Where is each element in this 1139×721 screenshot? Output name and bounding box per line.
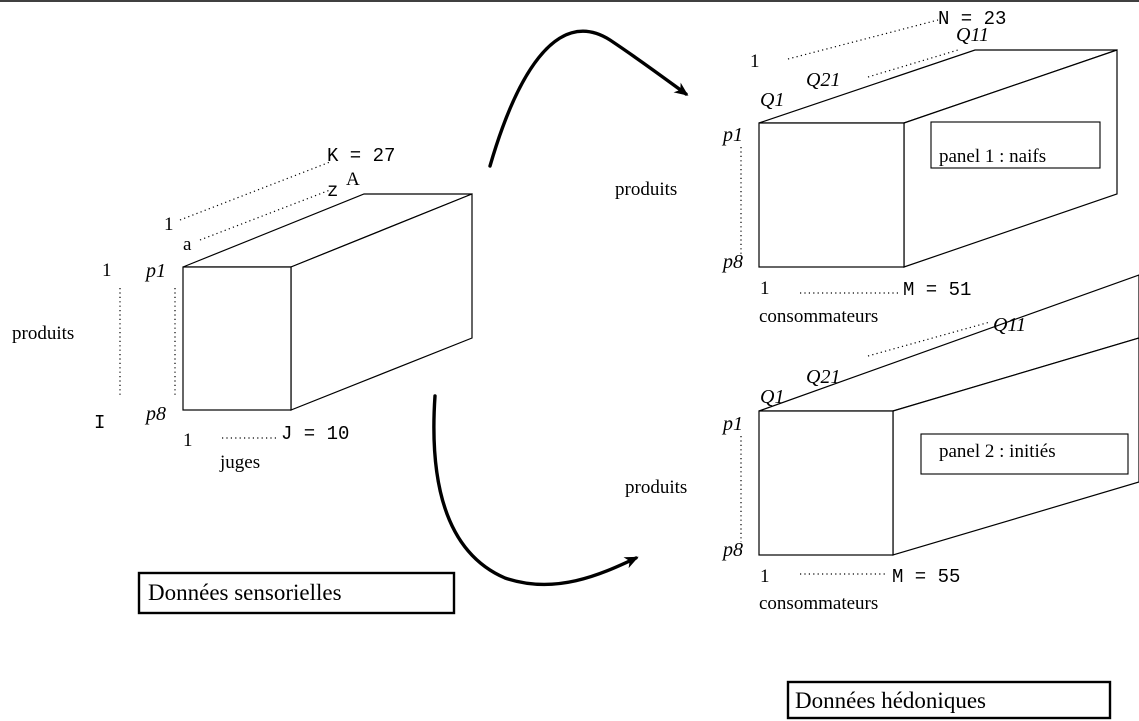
sensory-p1-label: p1	[144, 260, 166, 282]
arrow-to-panel-2	[432, 394, 639, 587]
arrow-to-panel-1	[488, 29, 689, 168]
sensory-j-label: J = 10	[281, 423, 349, 445]
sensory-p8-label: p8	[144, 403, 166, 425]
panel1-q1-label: Q1	[760, 89, 784, 111]
panel1-depth-one: 1	[750, 51, 760, 72]
panel2-m-label: M = 55	[892, 566, 960, 588]
panel1-label: panel 1 : naifs	[939, 146, 1046, 167]
panel2-label-box	[920, 433, 1129, 475]
panel1-p8-label: p8	[721, 251, 743, 273]
panel1-p1-label: p1	[721, 124, 743, 146]
sensory-a-lower-label: a	[183, 234, 192, 255]
panel1-label-box	[930, 121, 1101, 169]
panel1-cols-label: consommateurs	[759, 306, 878, 327]
panel1-front-face	[758, 122, 905, 268]
sensory-title-box	[137, 571, 456, 615]
panel1-q11-label: Q11	[956, 24, 989, 46]
hedonic-panel-1-cube: N = 23 1 Q11 Q21 Q1 p1 p8 produits panel…	[615, 8, 1118, 327]
panel2-q1-label: Q1	[760, 386, 784, 408]
panel2-q11-label: Q11	[993, 314, 1026, 336]
panel2-label: panel 2 : initiés	[939, 441, 1056, 462]
sensory-i-label: I	[94, 412, 105, 434]
panel1-q21-label: Q21	[806, 69, 840, 91]
panel2-rows-label: produits	[625, 477, 687, 498]
hedonic-title-box	[786, 680, 1112, 720]
panel1-cols-one: 1	[760, 278, 770, 299]
sensory-depth-k-dots	[179, 161, 331, 221]
sensory-k-label: K = 27	[327, 145, 395, 167]
sensory-a-upper-label: A	[346, 169, 360, 190]
sensory-depth-one: 1	[164, 214, 174, 235]
panel2-cols-one: 1	[760, 566, 770, 587]
panel2-p1-label: p1	[721, 413, 743, 435]
panel2-q21-label: Q21	[806, 366, 840, 388]
sensory-rows-one: 1	[102, 260, 112, 281]
sensory-cols-one: 1	[183, 430, 193, 451]
sensory-cube-front-face	[182, 266, 292, 411]
sensory-z-label: z	[327, 180, 338, 202]
panel2-cols-label: consommateurs	[759, 593, 878, 614]
sensory-cols-label: juges	[219, 452, 260, 473]
panel2-p8-label: p8	[721, 539, 743, 561]
panel1-m-label: M = 51	[903, 279, 971, 301]
sensory-cube: K = 27 1 z A a 1 p1 p8 I produits 1 J = …	[12, 145, 473, 473]
sensory-rows-label: produits	[12, 323, 74, 344]
panel1-rows-label: produits	[615, 179, 677, 200]
panel1-n-label: N = 23	[938, 8, 1006, 30]
hedonic-panel-2-cube: Q11 Q21 Q1 p1 p8 produits panel 2 : init…	[625, 274, 1139, 614]
panel2-front-face	[758, 410, 894, 556]
hedonic-title: Données hédoniques	[795, 688, 986, 713]
panel1-depth-n-dots	[787, 19, 939, 60]
sensory-title: Données sensorielles	[148, 580, 342, 605]
